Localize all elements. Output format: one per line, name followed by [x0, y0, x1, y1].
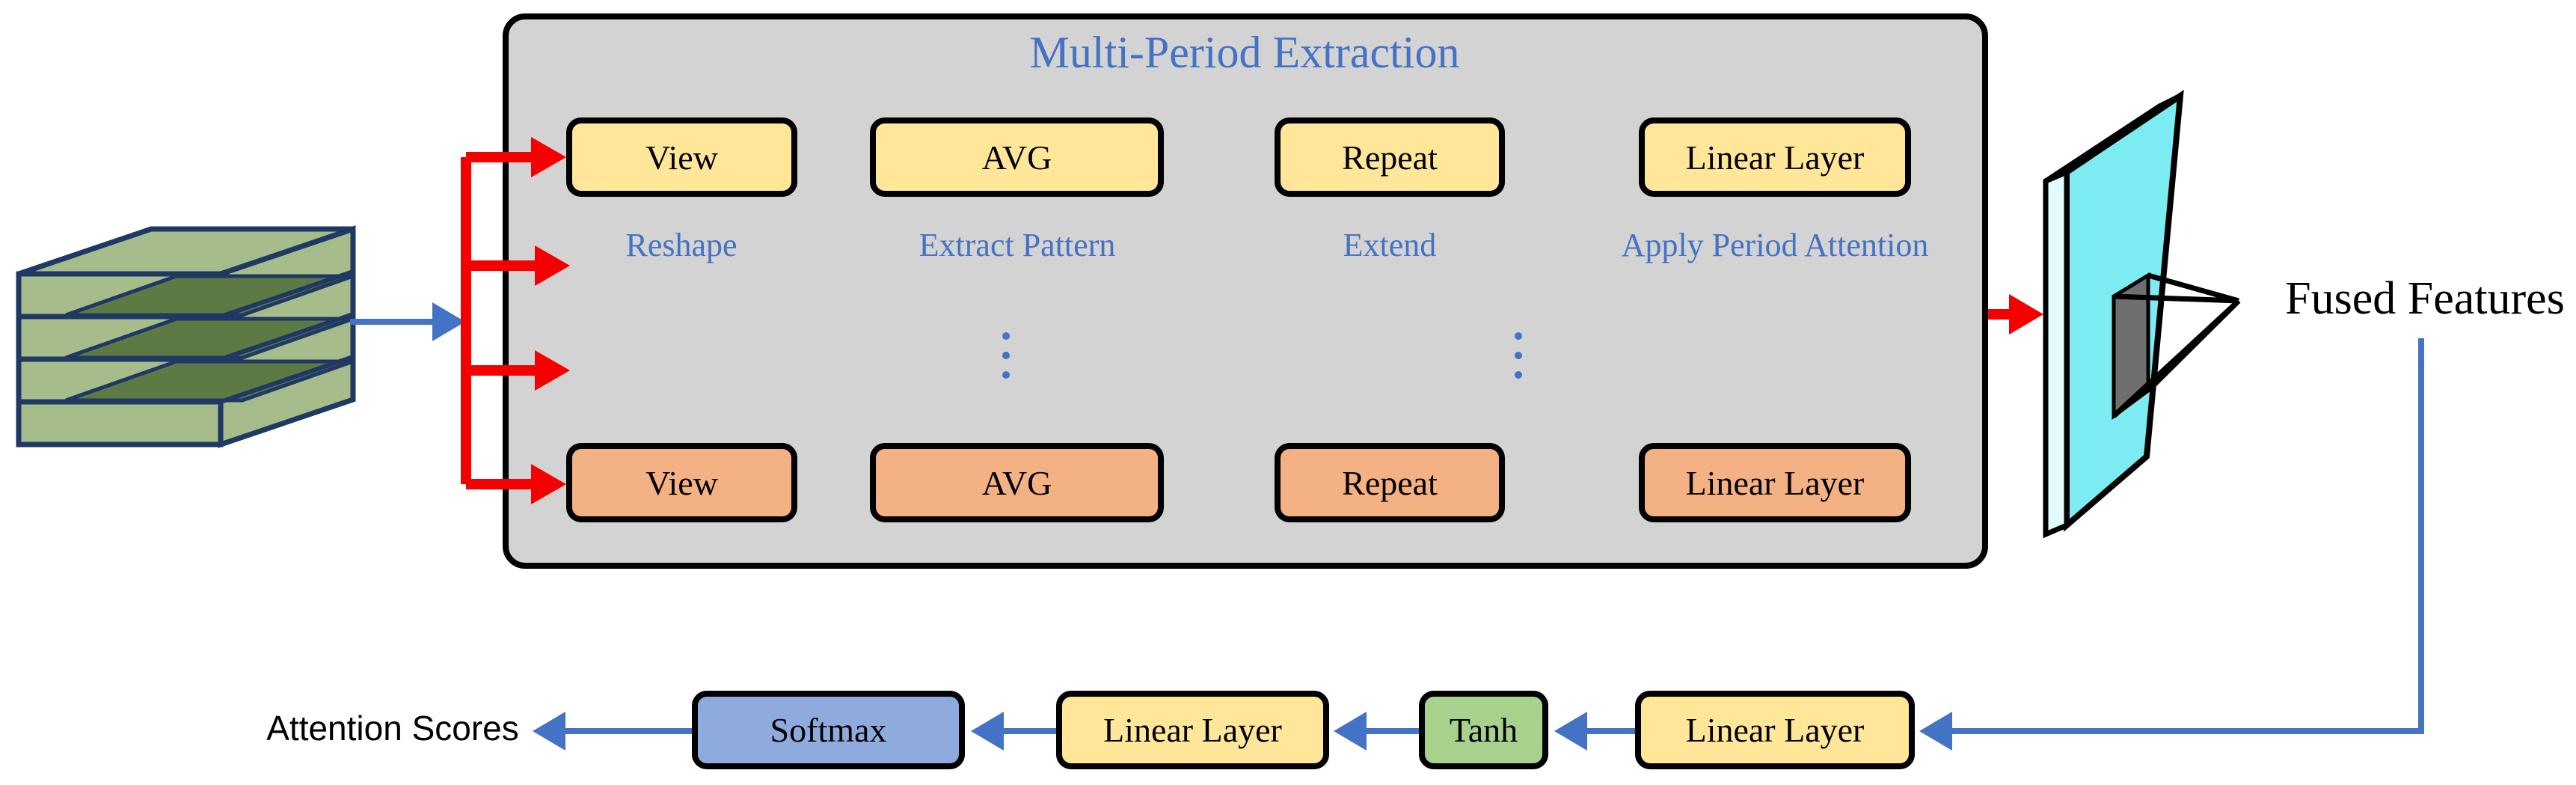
flow-box-tanh: Tanh — [1419, 691, 1548, 769]
flow-box-linear-right: Linear Layer — [1635, 691, 1915, 769]
fused-features-label: Fused Features — [2285, 273, 2565, 324]
op-box-avg-bottom: AVG — [870, 443, 1164, 522]
caption-attention: Apply Period Attention — [1621, 227, 1929, 263]
op-box-repeat-top: Repeat — [1275, 117, 1505, 197]
input-arrow — [350, 302, 465, 341]
op-box-view-top: View — [566, 117, 797, 197]
attention-cone — [2112, 272, 2241, 418]
fusion-arrow — [1988, 294, 2043, 335]
fanout-arrows — [461, 137, 570, 504]
caption-extract: Extract Pattern — [919, 227, 1116, 263]
flow-box-softmax: Softmax — [692, 691, 965, 769]
flow-box-linear-left: Linear Layer — [1056, 691, 1329, 769]
op-box-linear-top: Linear Layer — [1639, 117, 1911, 197]
input-tensor-stack — [16, 225, 356, 448]
ellipsis-dots-right — [1515, 332, 1522, 379]
ellipsis-dots-left — [1002, 332, 1010, 379]
attention-scores-label: Attention Scores — [266, 709, 519, 748]
caption-extend: Extend — [1343, 227, 1437, 263]
op-box-avg-top: AVG — [870, 117, 1164, 197]
op-box-repeat-bottom: Repeat — [1275, 443, 1505, 522]
op-box-linear-bottom: Linear Layer — [1639, 443, 1911, 522]
attention-flow-arrowheads — [533, 712, 1587, 751]
op-box-view-bottom: View — [566, 443, 797, 522]
feedback-elbow-arrow — [1919, 338, 2424, 751]
panel-title: Multi-Period Extraction — [1029, 28, 1460, 77]
caption-reshape: Reshape — [625, 227, 737, 263]
fused-feature-slab — [2043, 89, 2241, 539]
